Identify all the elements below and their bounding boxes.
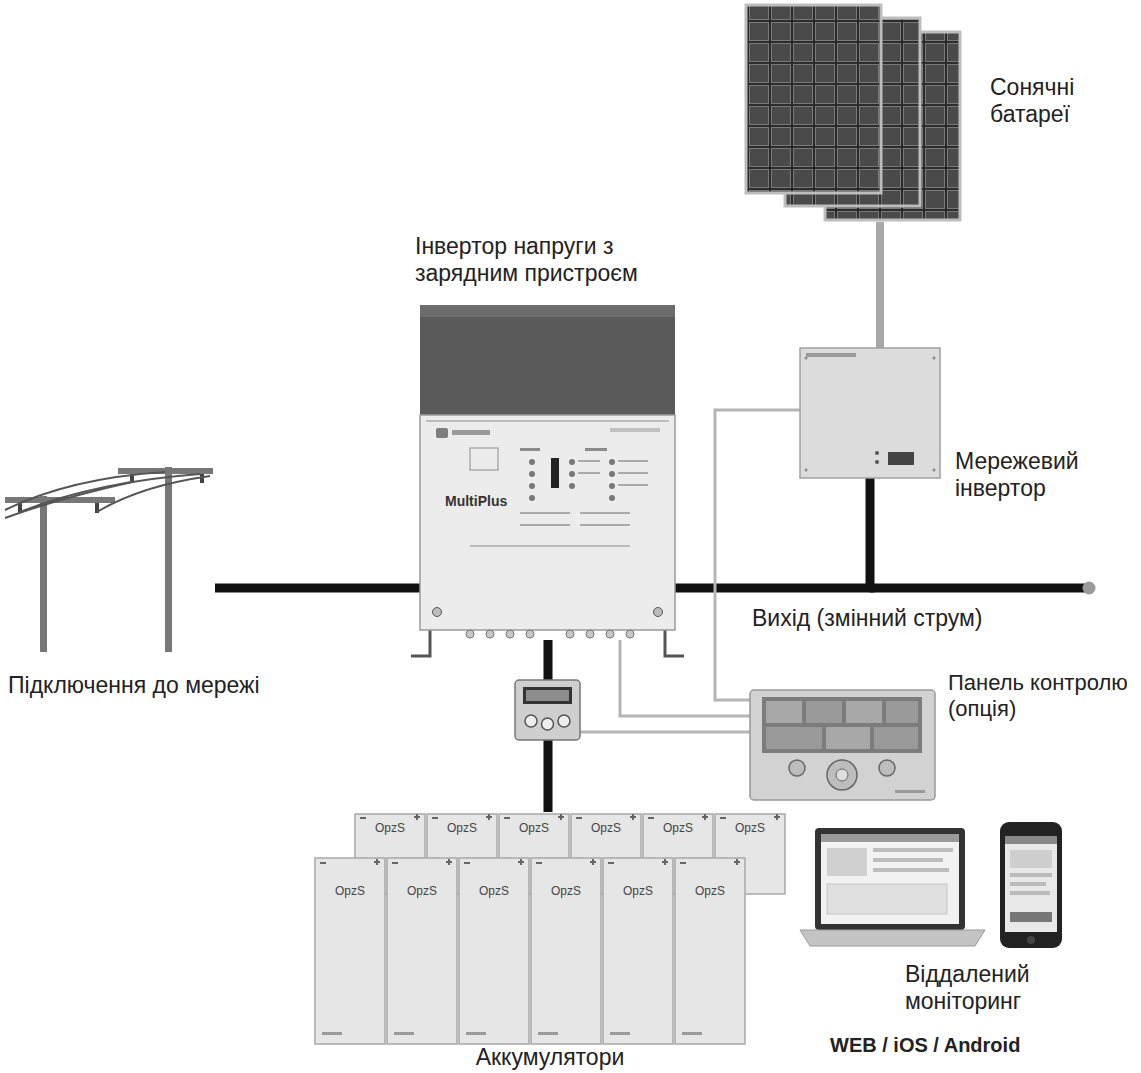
component-label: Інвертор напруги з зарядним пристроєм — [415, 233, 715, 287]
ac-output-bus — [870, 582, 1096, 595]
component-label: Сонячні батареї — [990, 74, 1130, 128]
battery-monitor — [515, 680, 580, 740]
battery-model: OpzS — [643, 821, 713, 835]
component-label: Аккумулятори — [315, 1044, 785, 1071]
battery-model: OpzS — [571, 821, 641, 835]
remote-devices — [800, 822, 1062, 948]
inverter-charger — [411, 305, 684, 656]
solar-panel-group: Сонячні батареї — [745, 4, 962, 222]
inverter-charger-box: Інвертор напруги з зарядним пристроємMul… — [420, 305, 675, 640]
platform-list: WEB / iOS / Android — [830, 1034, 1090, 1058]
grid-inverter-box: Мережевий інвертор — [800, 348, 940, 478]
control-wire — [715, 410, 800, 700]
battery-model: OpzS — [531, 884, 601, 898]
ac-grid-line — [215, 584, 420, 593]
battery-model: OpzS — [715, 821, 785, 835]
control-wire — [620, 640, 750, 716]
component-label: Панель контролю (опція) — [948, 670, 1133, 722]
dc-solar-line — [876, 222, 884, 348]
battery-terminals — [320, 814, 780, 1035]
battery-model: OpzS — [427, 821, 497, 835]
battery-model: OpzS — [387, 884, 457, 898]
battery-model: OpzS — [459, 884, 529, 898]
grid-inverter — [800, 348, 940, 478]
device-brand: MultiPlus — [445, 493, 535, 510]
signal-wire — [580, 731, 750, 734]
component-label: Підключення до мережі — [8, 672, 328, 699]
remote-monitoring-box: Віддалений моніторингWEB / iOS / Android — [800, 822, 1065, 948]
solar-panels — [746, 5, 960, 220]
power-pylons — [5, 467, 213, 652]
battery-model: OpzS — [499, 821, 569, 835]
ac-output-line — [675, 478, 870, 588]
grid-connection: Підключення до мережі — [0, 462, 215, 652]
component-label: Мережевий інвертор — [955, 448, 1135, 502]
control-panel-box: Панель контролю (опція) — [750, 690, 935, 800]
battery-model: OpzS — [315, 884, 385, 898]
battery-model: OpzS — [603, 884, 673, 898]
battery-bank — [315, 814, 785, 1044]
battery-bank-box: АккумуляториOpzSOpzSOpzSOpzSOpzSOpzSOpzS… — [315, 812, 785, 1044]
output-label: Вихід (змінний струм) — [752, 605, 1052, 632]
battery-model: OpzS — [675, 884, 745, 898]
battery-model: OpzS — [355, 821, 425, 835]
control-panel — [750, 690, 935, 800]
component-label: Віддалений моніторинг — [905, 961, 1075, 1015]
